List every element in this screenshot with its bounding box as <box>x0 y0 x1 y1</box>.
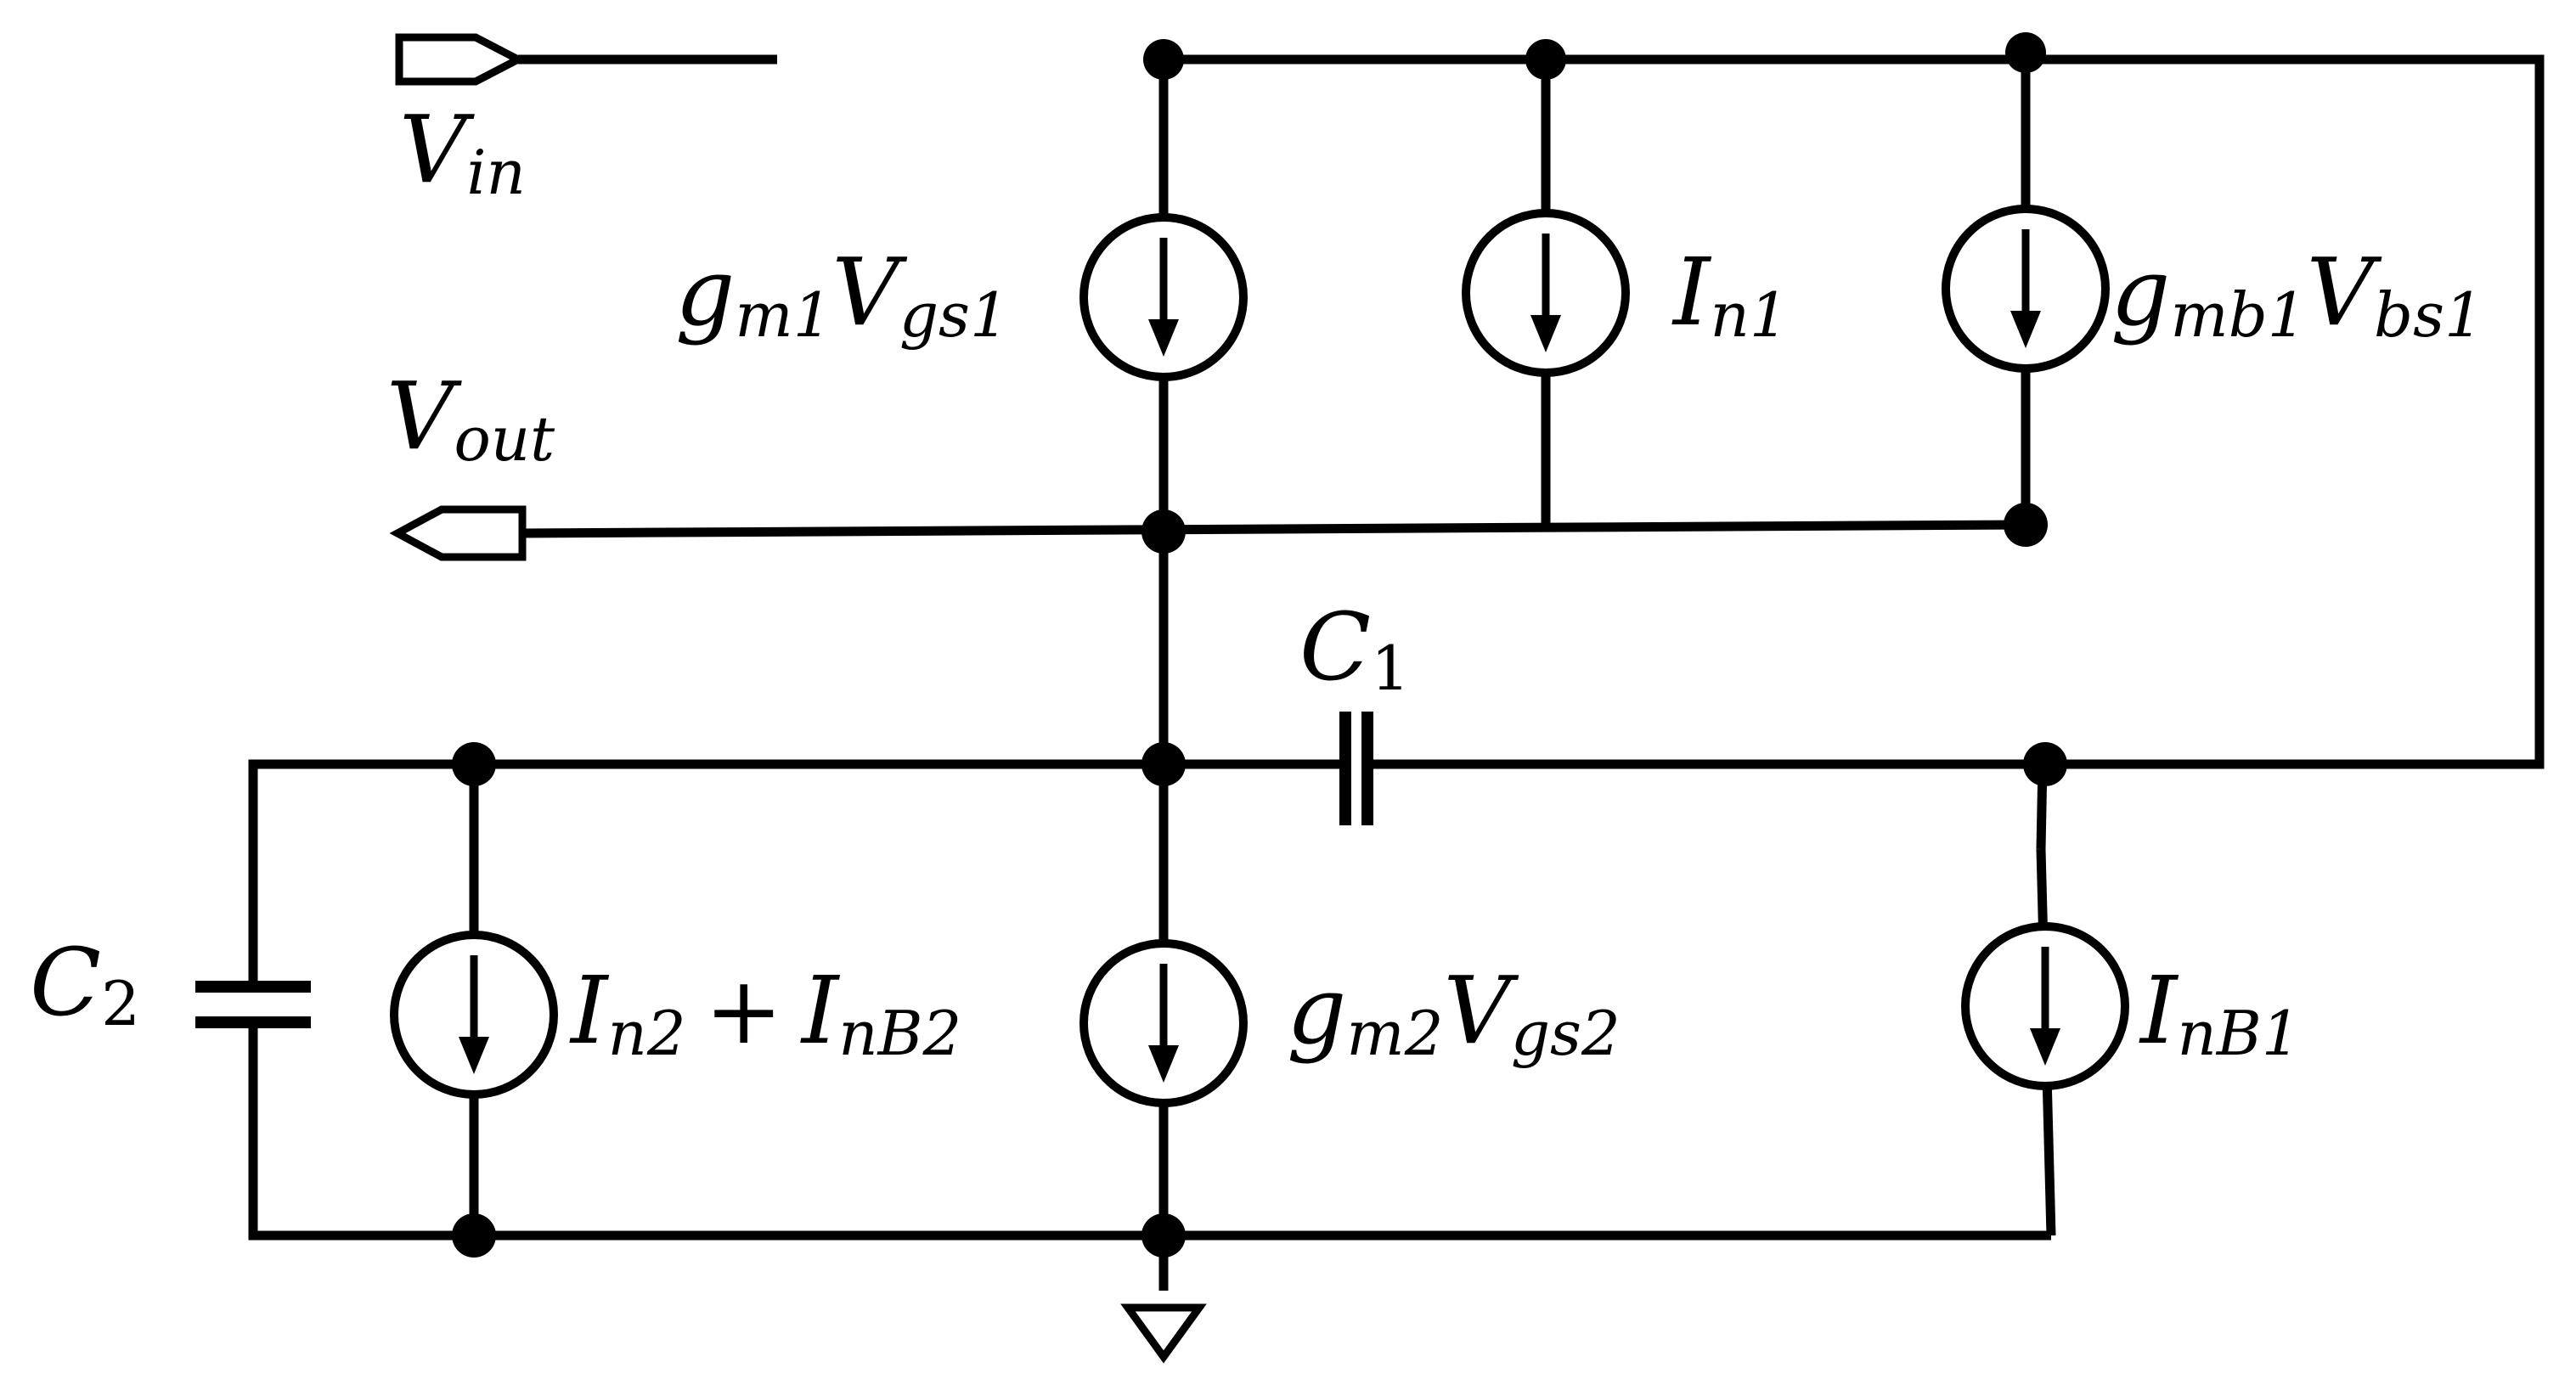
label-in1: In1 <box>1671 238 1789 351</box>
current-source-gm1 <box>1079 213 1248 381</box>
label-vin: Vin <box>399 95 526 208</box>
node-top-mid <box>1525 39 1566 80</box>
node-top-left <box>1143 39 1184 80</box>
label-c2: C2 <box>30 928 140 1039</box>
label-inb1: InB1 <box>2139 956 2301 1069</box>
label-vout: Vout <box>386 362 555 475</box>
node-mid-center <box>1141 742 1186 786</box>
label-gm1-vgs1: gm1Vgs1 <box>675 238 1009 351</box>
vout-wire <box>521 520 2026 538</box>
junction-nodes <box>452 32 2067 1258</box>
top-rail-wire <box>1164 54 2545 769</box>
current-source-in2 <box>390 931 558 1099</box>
current-source-in1 <box>1462 209 1630 377</box>
c2-loop-wire <box>248 759 1164 985</box>
label-gm2-vgs2: gm2Vgs2 <box>1287 956 1621 1069</box>
capacitor-c2 <box>195 981 311 1028</box>
capacitor-c1 <box>1339 712 1373 825</box>
node-mid-left <box>452 742 496 786</box>
vin-port-icon <box>395 33 527 86</box>
vout-port-icon <box>389 505 527 561</box>
label-c1: C1 <box>1299 593 1410 704</box>
current-source-gmb1 <box>1942 205 2110 373</box>
node-bottom-center <box>1141 1213 1186 1258</box>
label-gmb1-vbs1: gmb1Vbs1 <box>2111 238 2483 351</box>
node-top-right <box>2005 32 2046 73</box>
node-mid-right <box>2023 742 2067 786</box>
ground-icon <box>1120 1303 1207 1364</box>
c2-bottom-wire <box>248 1027 2051 1241</box>
node-bottom-left <box>452 1213 496 1258</box>
node-vout-right <box>2004 503 2048 547</box>
node-vout <box>1141 509 1186 554</box>
label-in2-inb2: In2+InB2 <box>569 956 961 1069</box>
current-source-gm2 <box>1079 939 1248 1107</box>
current-source-inb1 <box>1961 922 2129 1090</box>
